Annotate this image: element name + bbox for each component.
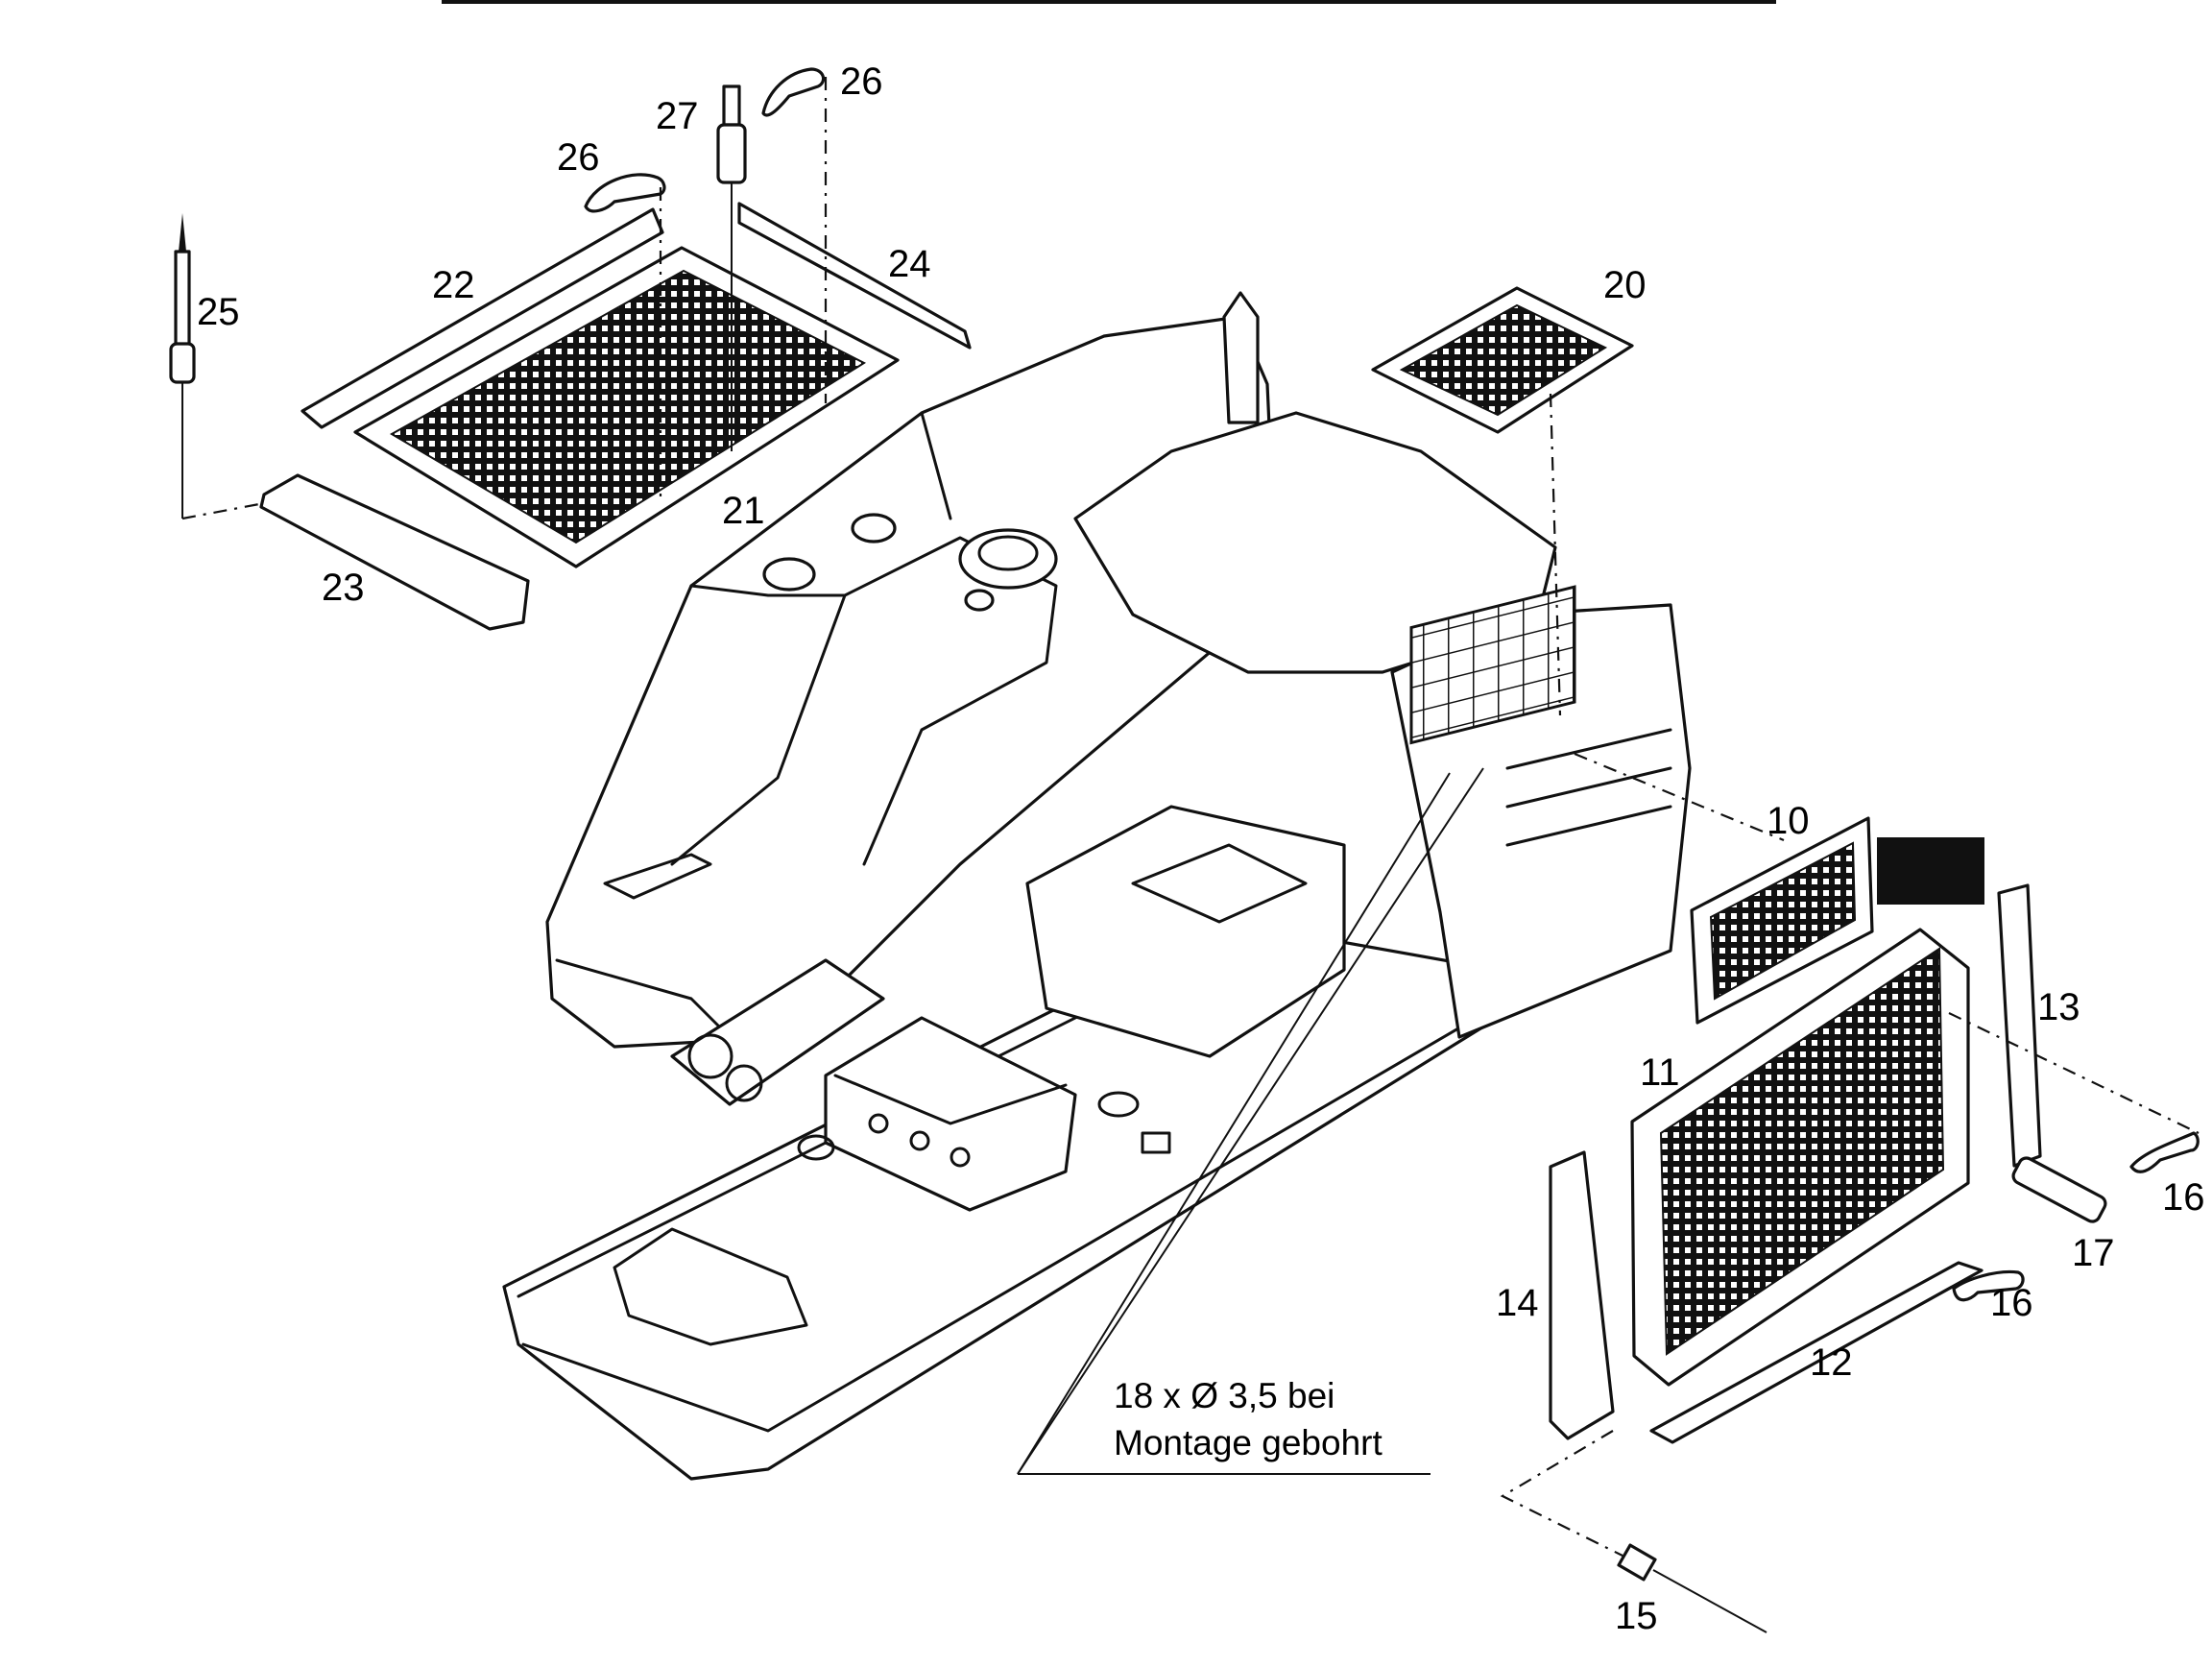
part-26-clip-left [584, 173, 666, 213]
callout-24: 24 [888, 243, 931, 285]
callout-10: 10 [1767, 800, 1810, 842]
leader-10 [1574, 752, 1785, 842]
machine-body [502, 291, 1692, 1481]
part-17-bolt [2011, 1156, 2107, 1223]
part-13-strip [1997, 883, 2042, 1168]
part-25-pin [169, 213, 196, 519]
callout-11: 11 [1640, 1051, 1680, 1094]
callout-26-left: 26 [557, 136, 600, 179]
part-21-large-grille [353, 246, 900, 568]
callout-27: 27 [656, 95, 699, 137]
callout-16-lower: 16 [1990, 1282, 2033, 1324]
side-vent-grille [1409, 585, 1576, 745]
callout-16-right: 16 [2162, 1176, 2205, 1219]
note-leader-a [1017, 767, 1484, 1475]
mounting-note-line1: 18 x Ø 3,5 bei [1114, 1376, 1334, 1415]
callout-12: 12 [1810, 1341, 1853, 1384]
part-15-pin [1617, 1543, 1767, 1633]
leader-25 [181, 502, 260, 520]
part-12-strip [1649, 1261, 1984, 1444]
callout-25: 25 [197, 291, 240, 333]
leader-17 [1948, 1012, 2200, 1134]
callout-22: 22 [432, 264, 475, 306]
part-24-strip [737, 202, 972, 350]
part-16-clip-lower [1952, 1269, 2025, 1302]
leader-20 [1549, 393, 1562, 716]
callout-23: 23 [322, 567, 365, 609]
part-20-top-grille [1371, 286, 1634, 434]
part-14-angle [1549, 1150, 1615, 1440]
callout-15: 15 [1615, 1595, 1658, 1637]
part-16-clip-right [2129, 1131, 2200, 1173]
callout-20: 20 [1603, 264, 1647, 306]
callout-14: 14 [1496, 1282, 1539, 1324]
callout-21: 21 [722, 490, 765, 532]
part-23-angle-strip [259, 473, 530, 631]
callout-13: 13 [2037, 986, 2080, 1028]
note-leader-b [1017, 772, 1451, 1475]
part-22-strip [301, 207, 664, 429]
callout-17: 17 [2072, 1232, 2115, 1274]
callout-26-right: 26 [840, 60, 883, 103]
mounting-note-line2: Montage gebohrt [1114, 1423, 1382, 1462]
leader-15 [1500, 1430, 1623, 1557]
black-block [1877, 837, 1984, 905]
part-26-clip-right [761, 67, 826, 117]
part-11-frame [1630, 928, 1970, 1387]
part-10-side-grille [1690, 816, 1874, 1025]
part-27-bolt [716, 85, 747, 451]
